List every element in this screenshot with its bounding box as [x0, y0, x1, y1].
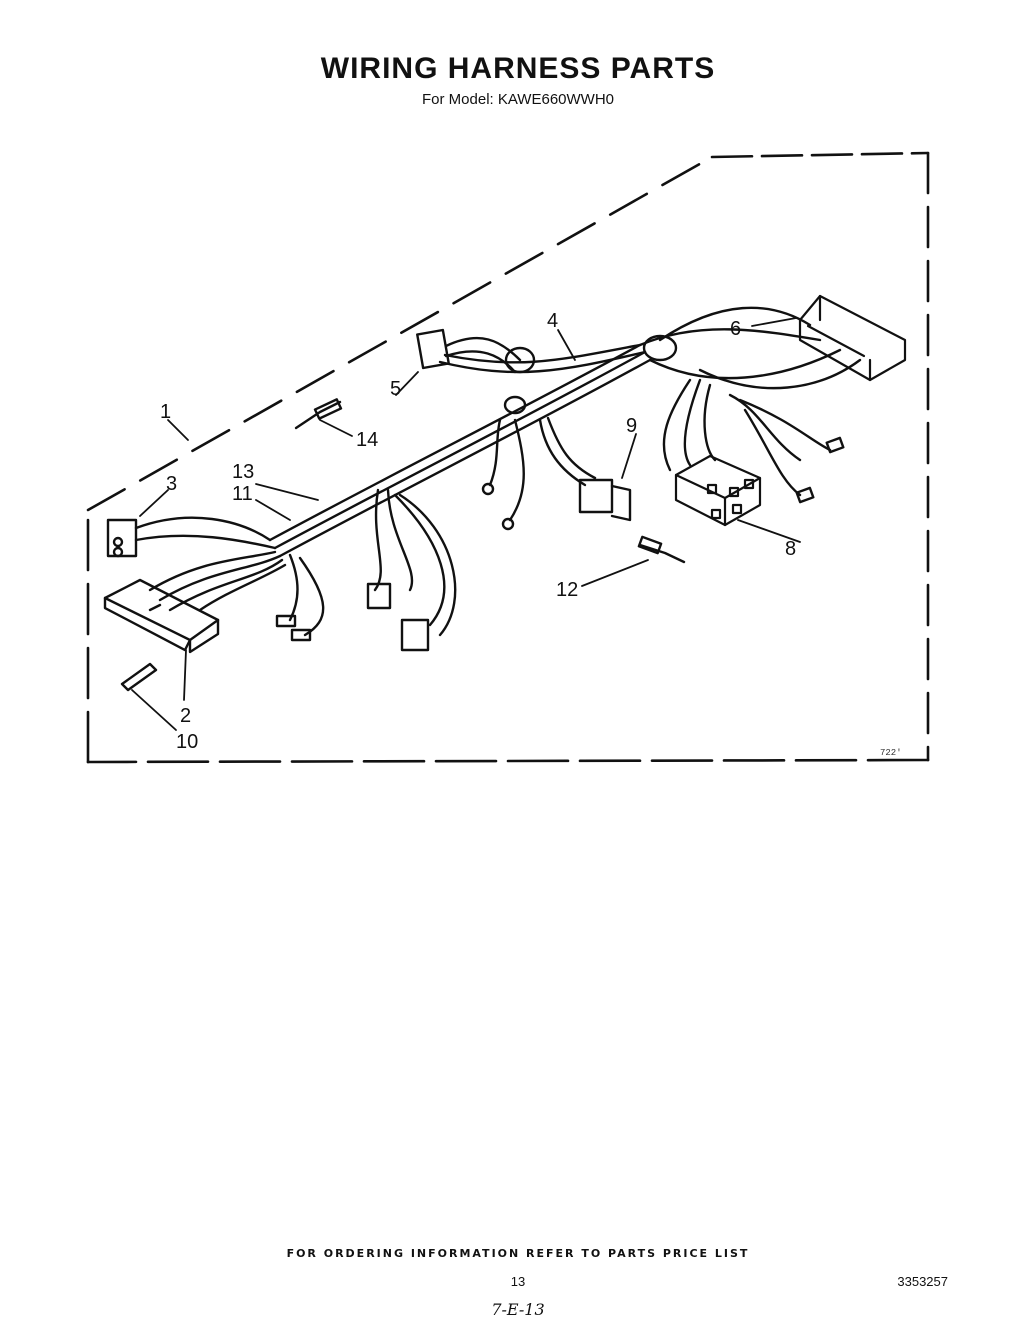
- figure-code: 722': [880, 748, 902, 758]
- callout-10: 10: [176, 731, 198, 753]
- page-number: 13: [510, 1274, 526, 1289]
- terminal-10: [120, 662, 158, 692]
- handwritten-note: 7-E-13: [491, 1300, 545, 1319]
- connector-3: [106, 516, 277, 558]
- callout-numbers: 1 2 3 4 5 6 8 9 10 11 12 13 14 722': [160, 310, 902, 758]
- model-subtitle: For Model: KAWE660WWH0: [422, 91, 614, 108]
- callout-8: 8: [785, 538, 796, 560]
- page-title: WIRING HARNESS PARTS: [320, 52, 716, 85]
- terminal-12: [637, 535, 686, 564]
- connector-6: [798, 294, 907, 382]
- callout-6: 6: [730, 318, 741, 340]
- callout-4: 4: [547, 310, 558, 332]
- dashed-frame: [86, 151, 930, 764]
- pigtails-left: [275, 553, 325, 642]
- ground-wires: [481, 418, 525, 531]
- leader-lines: [131, 317, 801, 731]
- callout-13: 13: [232, 461, 254, 483]
- callout-3: 3: [166, 473, 177, 495]
- callout-11: 11: [232, 483, 253, 505]
- connector-2-block: [103, 550, 287, 654]
- harness-trunk: [268, 343, 652, 558]
- callout-14: 14: [356, 429, 378, 451]
- callout-2: 2: [180, 705, 191, 727]
- callout-9: 9: [626, 415, 637, 437]
- callout-12: 12: [556, 579, 578, 601]
- terminal-14: [294, 398, 343, 430]
- connector-5: [416, 328, 522, 374]
- callout-1: 1: [160, 401, 171, 423]
- ordering-note: FOR ORDERING INFORMATION REFER TO PARTS …: [286, 1247, 750, 1260]
- pigtails-center: [366, 488, 457, 652]
- bundle-to-connector-8: [662, 378, 832, 497]
- callout-5: 5: [390, 378, 401, 400]
- document-number: 3353257: [897, 1274, 948, 1289]
- connector-8: [674, 454, 762, 527]
- connector-9: [538, 416, 632, 522]
- bundle-to-connector-6: [638, 306, 862, 390]
